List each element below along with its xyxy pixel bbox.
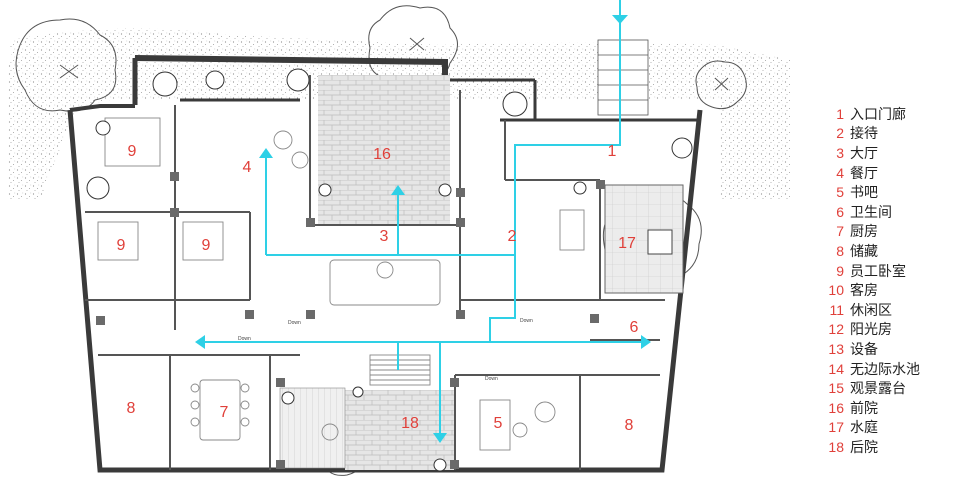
plan-label-16: 16 xyxy=(373,146,391,163)
front-courtyard-paving xyxy=(318,75,450,225)
legend-item: 7 厨房 xyxy=(822,222,920,242)
plan-label-2: 2 xyxy=(507,228,517,245)
legend-number: 14 xyxy=(828,360,844,377)
down-label: Down xyxy=(485,376,498,382)
room-legend: 1 入口门廊 2 接待 3 大厅 4 餐厅 5 书吧 6 卫生间 7 厨房 8 储藏 9 员工卧室 10 客房 11 休闲… xyxy=(822,104,920,457)
legend-item: 5 书吧 xyxy=(822,182,920,202)
legend-room-name: 入口门廊 xyxy=(850,106,906,123)
legend-number: 9 xyxy=(836,262,844,279)
planters xyxy=(86,68,693,472)
legend-item: 9 员工卧室 xyxy=(822,261,920,281)
legend-room-name: 员工卧室 xyxy=(850,263,906,280)
legend-room-name: 休闲区 xyxy=(850,302,892,319)
legend-item: 2 接待 xyxy=(822,124,920,144)
legend-room-name: 大厅 xyxy=(850,145,878,162)
legend-room-name: 书吧 xyxy=(850,185,878,202)
ground-texture xyxy=(8,28,790,201)
legend-item: 16 前院 xyxy=(822,398,920,418)
arrow-heads xyxy=(195,15,651,443)
plan-label-6: 6 xyxy=(629,319,639,336)
legend-room-name: 设备 xyxy=(850,341,878,358)
circulation-arrows xyxy=(198,0,648,440)
legend-item: 18 后院 xyxy=(822,437,920,457)
plan-label-7: 7 xyxy=(219,404,229,421)
plan-label-3: 3 xyxy=(379,228,389,245)
furniture xyxy=(97,117,585,451)
legend-item: 10 客房 xyxy=(822,280,920,300)
legend-room-name: 阳光房 xyxy=(850,322,892,339)
legend-number: 13 xyxy=(828,340,844,357)
legend-item: 3 大厅 xyxy=(822,143,920,163)
legend-item: 15 观景露台 xyxy=(822,378,920,398)
legend-number: 1 xyxy=(836,105,844,122)
down-label: Down xyxy=(520,318,533,324)
legend-number: 10 xyxy=(828,282,844,299)
legend-item: 12 阳光房 xyxy=(822,320,920,340)
down-label: Down xyxy=(288,320,301,326)
back-courtyard-paving xyxy=(345,390,455,470)
fountain-square xyxy=(647,229,673,255)
legend-room-name: 客房 xyxy=(850,283,878,300)
legend-number: 16 xyxy=(828,399,844,416)
plan-label-9a: 9 xyxy=(127,143,137,160)
legend-number: 5 xyxy=(836,184,844,201)
plan-label-4: 4 xyxy=(242,159,252,176)
plan-label-17: 17 xyxy=(618,235,636,252)
legend-item: 14 无边际水池 xyxy=(822,359,920,379)
legend-item: 17 水庭 xyxy=(822,418,920,438)
legend-room-name: 观景露台 xyxy=(850,381,906,398)
legend-number: 15 xyxy=(828,380,844,397)
legend-room-name: 厨房 xyxy=(850,224,878,241)
plan-label-5: 5 xyxy=(493,415,503,432)
legend-number: 2 xyxy=(836,125,844,142)
legend-item: 11 休闲区 xyxy=(822,300,920,320)
legend-number: 7 xyxy=(836,223,844,240)
plan-label-1: 1 xyxy=(607,143,617,160)
plan-label-18: 18 xyxy=(401,415,419,432)
legend-number: 3 xyxy=(836,144,844,161)
legend-room-name: 卫生间 xyxy=(850,204,892,221)
legend-number: 6 xyxy=(836,203,844,220)
legend-item: 13 设备 xyxy=(822,339,920,359)
entry-steps xyxy=(597,39,649,116)
legend-number: 12 xyxy=(828,321,844,338)
legend-number: 18 xyxy=(828,438,844,455)
legend-room-name: 储藏 xyxy=(850,243,878,260)
plan-label-9b: 9 xyxy=(116,237,126,254)
interior-walls xyxy=(85,75,665,470)
plan-label-9c: 9 xyxy=(201,237,211,254)
down-markers: Down Down Down Down xyxy=(238,318,533,382)
legend-room-name: 接待 xyxy=(850,126,878,143)
plan-label-8b: 8 xyxy=(624,417,634,434)
legend-room-name: 水庭 xyxy=(850,420,878,437)
legend-item: 1 入口门廊 xyxy=(822,104,920,124)
plan-label-8a: 8 xyxy=(126,400,136,417)
legend-room-name: 餐厅 xyxy=(850,165,878,182)
legend-number: 11 xyxy=(829,301,844,318)
legend-room-name: 前院 xyxy=(850,400,878,417)
pillars xyxy=(96,172,605,469)
legend-item: 8 储藏 xyxy=(822,241,920,261)
legend-number: 8 xyxy=(836,242,844,259)
legend-room-name: 无边际水池 xyxy=(850,361,920,378)
legend-item: 6 卫生间 xyxy=(822,202,920,222)
legend-number: 17 xyxy=(828,419,844,436)
down-label: Down xyxy=(238,336,251,342)
legend-item: 4 餐厅 xyxy=(822,163,920,183)
legend-room-name: 后院 xyxy=(850,439,878,456)
legend-number: 4 xyxy=(836,164,844,181)
